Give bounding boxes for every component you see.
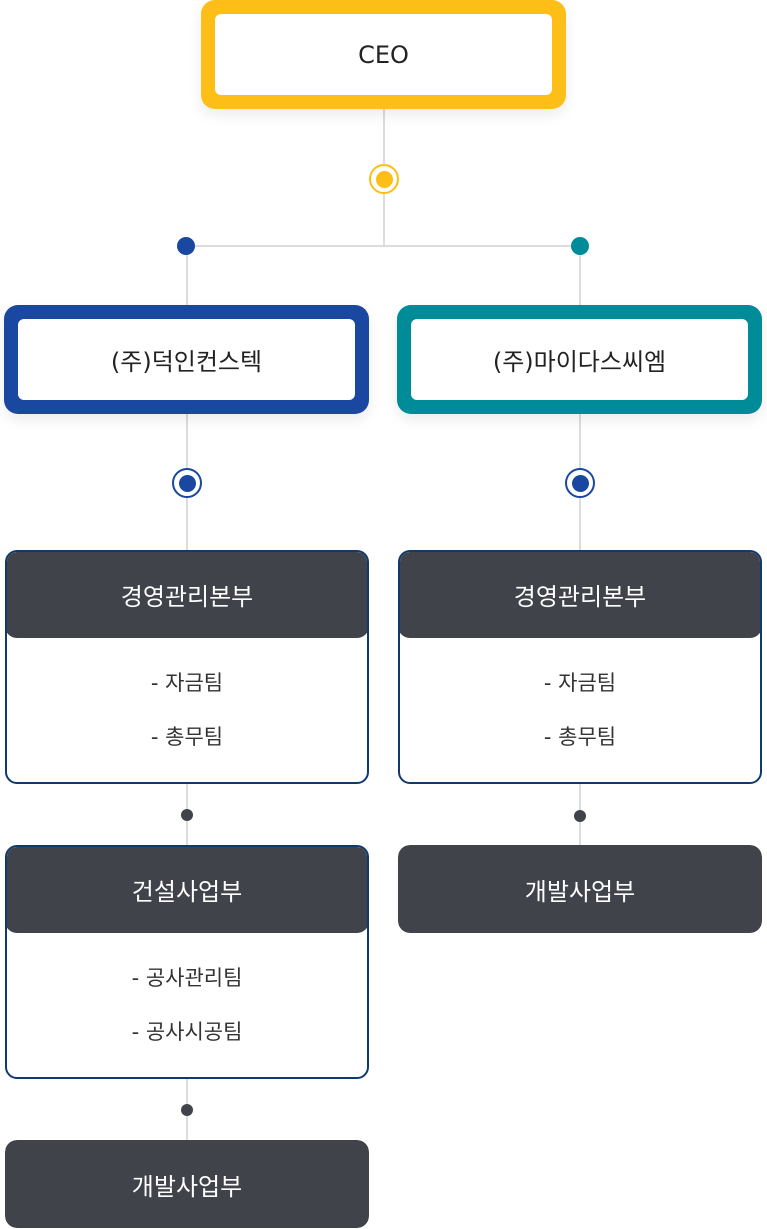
ceo-label: CEO: [358, 40, 409, 69]
connector-dot-icon: [181, 1104, 193, 1116]
connector-line: [186, 246, 188, 306]
department-title: 건설사업부: [7, 847, 367, 933]
department-box: 경영관리본부 - 자금팀 - 총무팀: [398, 550, 762, 784]
connector-dot-icon: [181, 809, 193, 821]
company-name: (주)마이다스씨엠: [492, 348, 667, 376]
team-item: - 자금팀: [543, 671, 617, 695]
connector-line: [579, 246, 581, 306]
team-item: - 총무팀: [543, 725, 617, 749]
team-item: - 공사시공팀: [131, 1020, 243, 1044]
department-box: 개발사업부: [398, 845, 762, 933]
company-name: (주)덕인컨스텍: [110, 348, 263, 376]
ceo-box: CEO: [201, 0, 566, 109]
team-item: - 총무팀: [150, 725, 224, 749]
connector-line: [186, 245, 580, 247]
branch-dot-icon: [177, 237, 195, 255]
department-box: 개발사업부: [5, 1140, 369, 1228]
department-title: 경영관리본부: [400, 552, 760, 638]
company-box-midas: (주)마이다스씨엠: [397, 305, 762, 414]
department-box: 경영관리본부 - 자금팀 - 총무팀: [5, 550, 369, 784]
company-box-dukin: (주)덕인컨스텍: [4, 305, 369, 414]
company-node-icon: [172, 468, 202, 498]
department-box: 건설사업부 - 공사관리팀 - 공사시공팀: [5, 845, 369, 1079]
branch-dot-icon: [571, 237, 589, 255]
department-title: 개발사업부: [5, 1140, 369, 1228]
team-item: - 자금팀: [150, 671, 224, 695]
ceo-node-icon: [369, 164, 399, 194]
company-node-icon: [565, 468, 595, 498]
connector-dot-icon: [574, 810, 586, 822]
department-title: 개발사업부: [398, 845, 762, 933]
team-item: - 공사관리팀: [131, 966, 243, 990]
department-title: 경영관리본부: [7, 552, 367, 638]
